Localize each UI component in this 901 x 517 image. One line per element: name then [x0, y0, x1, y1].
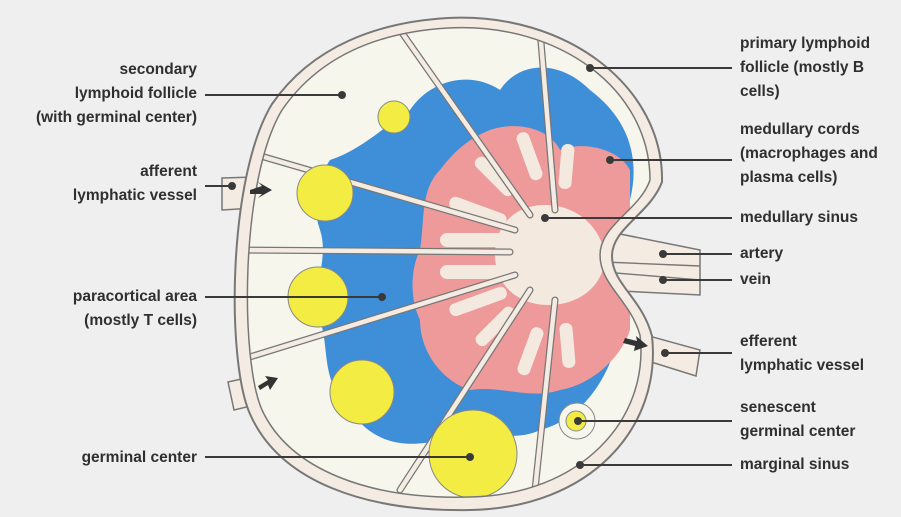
label-line: paracortical area [73, 285, 197, 309]
label-line: senescent [740, 396, 855, 420]
germinal-center-upper-left [297, 165, 353, 221]
label-medullary-cords: medullary cords (macrophages and plasma … [740, 118, 878, 190]
label-medullary-sinus: medullary sinus [740, 206, 858, 230]
label-line: secondary [36, 58, 197, 82]
label-afferent-vessel: afferent lymphatic vessel [73, 160, 197, 208]
label-germinal-center: germinal center [82, 446, 197, 470]
label-line: germinal center [740, 420, 855, 444]
label-line: afferent [73, 160, 197, 184]
label-secondary-follicle: secondary lymphoid follicle (with germin… [36, 58, 197, 130]
label-line: medullary cords [740, 118, 878, 142]
label-line: (mostly T cells) [73, 309, 197, 333]
label-line: germinal center [82, 446, 197, 470]
label-line: vein [740, 268, 771, 292]
germinal-center-lower-left [330, 360, 394, 424]
label-line: primary lymphoid [740, 32, 870, 56]
label-line: lymphatic vessel [740, 354, 864, 378]
label-line: plasma cells) [740, 166, 878, 190]
label-line: medullary sinus [740, 206, 858, 230]
label-line: (with germinal center) [36, 106, 197, 130]
label-line: artery [740, 242, 783, 266]
label-primary-follicle: primary lymphoid follicle (mostly B cell… [740, 32, 870, 104]
label-line: (macrophages and [740, 142, 878, 166]
label-line: efferent [740, 330, 864, 354]
label-line: cells) [740, 80, 870, 104]
label-line: lymphatic vessel [73, 184, 197, 208]
germinal-center-small-top [378, 101, 410, 133]
label-efferent-vessel: efferent lymphatic vessel [740, 330, 864, 378]
label-artery: artery [740, 242, 783, 266]
label-vein: vein [740, 268, 771, 292]
label-paracortical-area: paracortical area (mostly T cells) [73, 285, 197, 333]
label-senescent-germinal: senescent germinal center [740, 396, 855, 444]
label-line: lymphoid follicle [36, 82, 197, 106]
label-line: marginal sinus [740, 453, 849, 477]
label-marginal-sinus: marginal sinus [740, 453, 849, 477]
label-line: follicle (mostly B [740, 56, 870, 80]
germinal-center-bottom [429, 410, 517, 498]
